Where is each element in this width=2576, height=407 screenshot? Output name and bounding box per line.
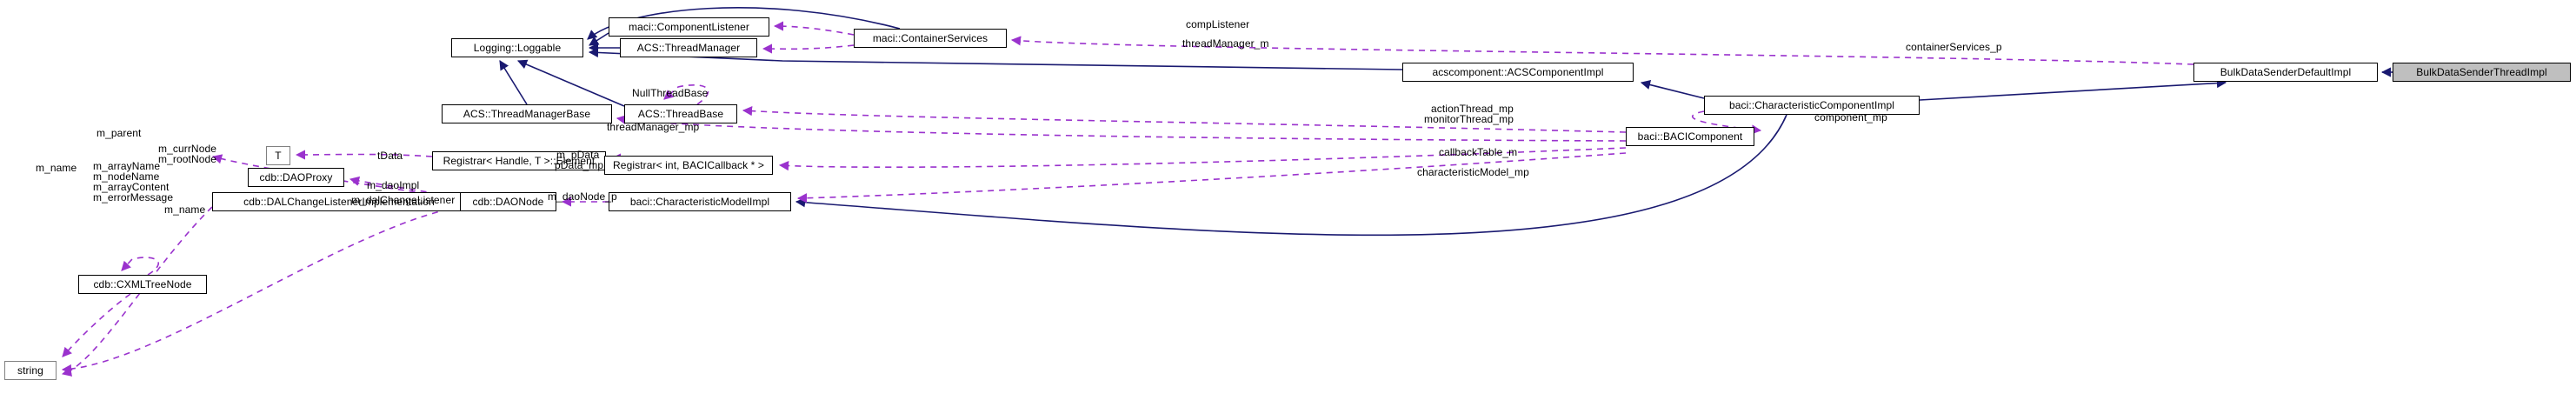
edge-label-tdata: tData	[377, 150, 403, 162]
edge-label-pdata-mp: pData_mp	[555, 159, 604, 171]
class-node-bulkdatasenderthreadimpl[interactable]: BulkDataSenderThreadImpl	[2393, 63, 2571, 82]
edge-label-m-arraycontent: m_arrayContent	[93, 181, 170, 193]
class-node-baci-bacicomponent[interactable]: baci::BACIComponent	[1626, 127, 1754, 146]
edge-label-monitorthread-mp: monitorThread_mp	[1424, 113, 1514, 125]
class-node-template-t[interactable]: T	[266, 146, 290, 165]
edge-label-m-errormessage: m_errorMessage	[93, 191, 174, 204]
class-node-string[interactable]: string	[4, 361, 57, 380]
edge-label-threadmanager-m: threadManager_m	[1182, 37, 1269, 50]
edge-label-nullthreadbase: NullThreadBase	[632, 87, 709, 99]
class-node-cdb-daonode[interactable]: cdb::DAONode	[460, 192, 556, 211]
class-node-baci-characteristiccomponentimpl[interactable]: baci::CharacteristicComponentImpl	[1704, 96, 1920, 115]
edge-label-m-currnode: m_currNode	[158, 143, 217, 155]
edge-label-m-dalchangelistener: m_dalChangeListener	[351, 194, 456, 206]
edge-label-complistener: compListener	[1186, 18, 1250, 30]
edge-label-m-nodename: m_nodeName	[93, 170, 160, 183]
edge-label-component-mp: component_mp	[1814, 111, 1887, 123]
edge-label-containerservices-p: containerServices_p	[1906, 41, 2002, 53]
edge-label-m-daonode-p: m_daoNode_p	[548, 190, 617, 203]
edge-label-m-name-top: m_name	[36, 162, 77, 174]
class-node-registrar-handle-t-element[interactable]: Registrar< Handle, T >::Element	[432, 151, 606, 170]
class-node-registrar-int-bacicallback[interactable]: Registrar< int, BACICallback * >	[604, 156, 773, 175]
edge-label-m-rootnode: m_rootNode	[158, 153, 217, 165]
class-node-maci-containerservices[interactable]: maci::ContainerServices	[854, 29, 1007, 48]
edge-label-m-parent: m_parent	[97, 127, 142, 139]
edge-label-m-pdata: m_pData	[556, 149, 600, 161]
class-node-logging-loggable[interactable]: Logging::Loggable	[451, 38, 583, 57]
edge-label-callbacktable-m: callbackTable_m	[1439, 146, 1518, 158]
class-node-cdb-dalchangelistenerimpl[interactable]: cdb::DALChangeListenerImplementation	[212, 192, 466, 211]
edge-label-characteristicmodel-m: characteristicModel_mp	[1417, 166, 1529, 178]
edge-label-threadmanager-mp: threadManager_mp	[607, 121, 700, 133]
class-node-cdb-cxmltreenode[interactable]: cdb::CXMLTreeNode	[78, 275, 207, 294]
class-node-acscomponent-acscomponentimpl[interactable]: acscomponent::ACSComponentImpl	[1402, 63, 1634, 82]
class-node-baci-characteristicmodelimpl[interactable]: baci::CharacteristicModelImpl	[609, 192, 791, 211]
class-node-acs-threadbase[interactable]: ACS::ThreadBase	[624, 104, 737, 123]
edge-label-m-daoimpl: m_daoImpl	[367, 179, 420, 191]
edge-label-m-name-bottom: m_name	[164, 204, 206, 216]
class-node-maci-componentlistener[interactable]: maci::ComponentListener	[609, 17, 769, 37]
class-node-acs-threadmanager[interactable]: ACS::ThreadManager	[620, 38, 757, 57]
edge-label-m-arrayname: m_arrayName	[93, 160, 161, 172]
class-node-acs-threadmanagerbase[interactable]: ACS::ThreadManagerBase	[442, 104, 612, 123]
class-node-cdb-daoproxy[interactable]: cdb::DAOProxy	[248, 168, 344, 187]
class-node-bulkdatasenderdefaultimpl[interactable]: BulkDataSenderDefaultImpl	[2193, 63, 2378, 82]
edge-label-actionthread-mp: actionThread_mp	[1431, 103, 1514, 115]
